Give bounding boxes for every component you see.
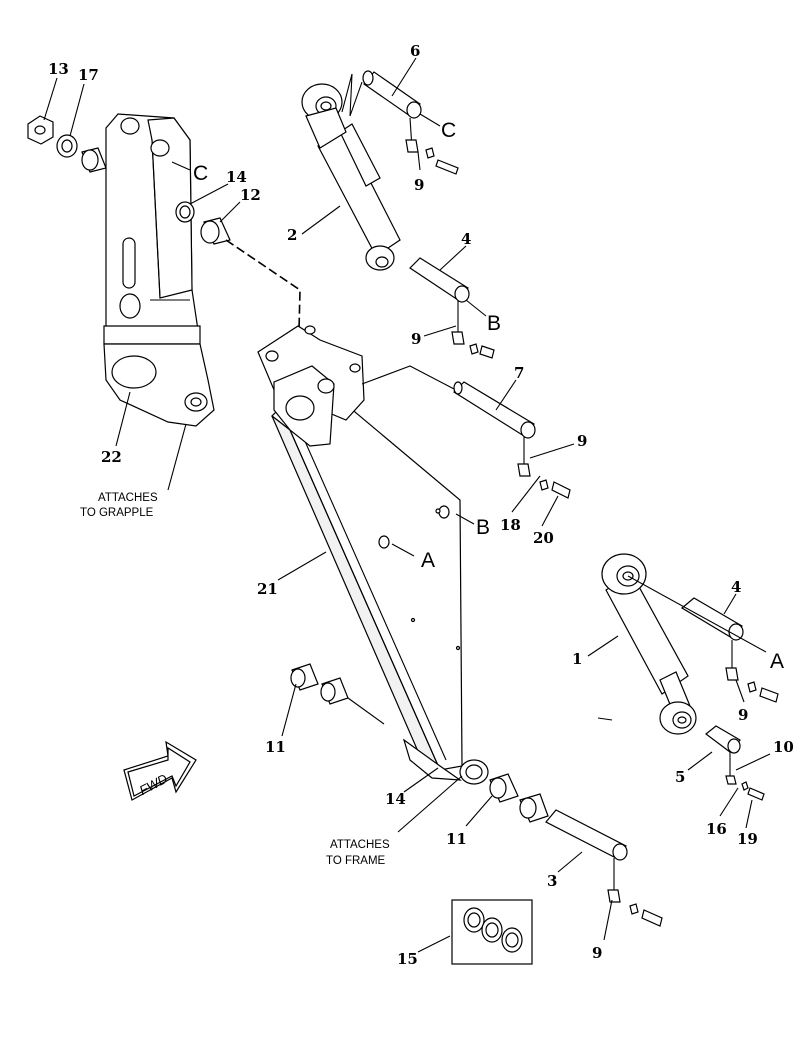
callout-14: 14 [226,168,247,186]
ref-c: C [441,119,456,142]
ref-b: B [476,516,490,539]
callout-labels: 13 17 6 9 14 12 2 4 9 7 9 22 18 20 21 4 … [48,42,794,968]
nut-part [27,115,54,145]
pin-part [453,381,536,439]
callout-2: 2 [287,226,297,244]
bushing-part [81,147,107,173]
callout-9: 9 [592,944,602,962]
pin-part [545,809,628,861]
callout-1: 1 [572,650,582,668]
bolt-part [747,787,765,801]
boom-arm-part [257,325,489,785]
callout-17: 18 [500,516,521,534]
callout-9: 9 [577,432,587,450]
callout-15: 15 [397,950,418,968]
callout-22: 22 [101,448,122,466]
alignment-line [225,239,301,371]
pin-part [409,257,470,303]
callout-9: 9 [414,176,424,194]
callout-13: 13 [48,60,69,78]
callout-11: 11 [446,830,467,848]
attachment-notes: ATTACHES TO GRAPPLE ATTACHES TO FRAME [80,492,390,867]
callout-14: 14 [385,790,406,808]
callout-19: 19 [737,830,758,848]
pin-part [680,597,744,641]
lower-cylinder-part [601,553,697,735]
callout-21: 21 [257,580,278,598]
callout-4: 4 [461,230,471,248]
bolt-part [405,117,459,175]
callout-11: 11 [265,738,286,756]
note-grapple-line1: ATTACHES [98,492,158,504]
pin-part [362,70,422,119]
washer-part [741,781,749,791]
callout-6: 6 [410,42,420,60]
callout-16: 17 [78,66,99,84]
fwd-arrow-icon: FWD [123,740,197,801]
reference-letters: C C B B A A [193,119,784,673]
callout-12: 12 [240,186,261,204]
note-frame-line2: TO FRAME [326,855,386,867]
ref-c: C [193,162,208,185]
pin-bushing-part [200,217,231,245]
grapple-bracket-part [103,113,215,427]
ref-a: A [421,549,435,572]
bolt-part [451,300,495,359]
lower-bushing-part [290,663,549,823]
note-frame-line1: ATTACHES [330,839,390,851]
callout-18: 16 [706,820,727,838]
callout-9: 9 [411,330,421,348]
shim-pack-part [451,899,533,965]
bolt-part [607,858,663,927]
callout-7: 7 [514,364,524,382]
callout-20: 20 [533,529,554,547]
callout-10: 10 [773,738,794,756]
ref-a: A [770,650,784,673]
leader-lines [43,57,771,953]
ref-b: B [487,312,501,335]
callout-4: 4 [731,578,741,596]
bolt-part [517,436,571,499]
upper-cylinder-part [301,83,401,271]
pin-part [705,725,741,754]
bolt-part [725,775,737,785]
note-grapple-line2: TO GRAPPLE [80,507,154,519]
callout-9: 9 [738,706,748,724]
callout-5: 5 [675,768,685,786]
shim-part [175,201,195,223]
bolt-part [725,640,779,703]
callout-3: 3 [547,872,557,890]
washer-part [56,134,78,158]
